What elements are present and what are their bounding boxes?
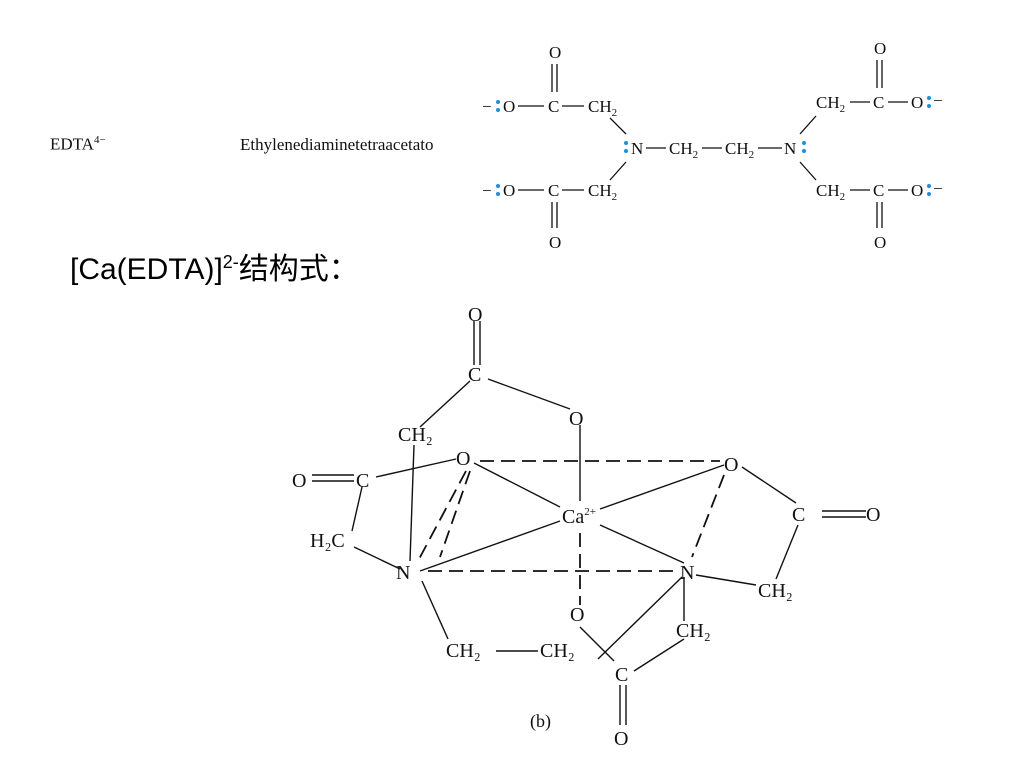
edta-o-right1: O (911, 93, 923, 112)
edta-abbrev-charge: 4− (93, 134, 106, 146)
edta-ch2-c1: CH2 (669, 139, 698, 161)
lone-pair-dot (496, 108, 500, 112)
edta-ch2-br: CH2 (816, 181, 845, 203)
lone-pair-dot (496, 100, 500, 104)
heading-formula: [Ca(EDTA)] (70, 253, 223, 286)
edta-c-left1: C (548, 97, 559, 116)
cx-c-left: C (356, 470, 369, 492)
cx-ca: Ca2+ (562, 506, 596, 528)
cx-o-left: O (456, 448, 470, 470)
cx-h2c-left: H₂C (310, 530, 345, 552)
edta-minus-br: − (933, 179, 943, 198)
cx-o-right: O (724, 454, 738, 476)
edta-o-right2: O (911, 181, 923, 200)
cx-n-left: N (396, 562, 410, 584)
cx-ch2-bottom-left: CH₂ (446, 640, 481, 662)
edta-ch2-tl: CH2 (588, 97, 617, 119)
edta-n-left: N (631, 139, 643, 158)
edta-ch2-bl: CH2 (588, 181, 617, 203)
cx-o-far-left: O (292, 470, 306, 492)
edta-minus-bl: − (482, 181, 492, 200)
complex-heading: [Ca(EDTA)]2-结构式： (70, 244, 359, 288)
edta-o-bottom-right: O (874, 233, 886, 252)
edta-n-right: N (784, 139, 796, 158)
edta-abbrev-text: EDTA (50, 134, 94, 154)
edta-structure-diagram: O − O C CH2 N CH2 CH2 N − O C CH2 O CH2 … (482, 39, 943, 252)
lone-pair-dot (496, 192, 500, 196)
cx-o-bottom: O (570, 604, 584, 626)
ca-edta-complex-diagram: O C O CH₂ O O C H₂C N Ca2+ O C O N CH₂ O… (292, 304, 880, 750)
heading-suffix: 结构式： (238, 253, 359, 286)
lone-pair-dot (802, 149, 806, 153)
cx-ch2-lower-right: CH₂ (676, 620, 711, 642)
cx-o-bottom-most: O (614, 728, 628, 750)
cx-n-right: N (680, 562, 694, 584)
cx-caption: (b) (530, 711, 551, 732)
lone-pair-dot (927, 192, 931, 196)
cx-o-far-right: O (866, 504, 880, 526)
lone-pair-dot (624, 149, 628, 153)
edta-minus-tl: − (482, 97, 492, 116)
lone-pair-dot (927, 96, 931, 100)
edta-c-right2: C (873, 181, 884, 200)
edta-c-right1: C (873, 93, 884, 112)
cx-ch2-bottom-mid: CH₂ (540, 640, 575, 662)
cx-c-bottom: C (615, 664, 628, 686)
lone-pair-dot (496, 184, 500, 188)
edta-ch2-tr: CH2 (816, 93, 845, 115)
cx-ch2-upper: CH₂ (398, 424, 433, 446)
edta-o-left1: O (503, 97, 515, 116)
edta-o-top-left: O (549, 43, 561, 62)
edta-o-left2: O (503, 181, 515, 200)
cx-o-mid-top: O (569, 408, 583, 430)
cx-o-top: O (468, 304, 482, 326)
cx-ch2-right: CH₂ (758, 580, 793, 602)
cx-c-right: C (792, 504, 805, 526)
cx-c-top: C (468, 364, 481, 386)
heading-charge: 2- (222, 252, 239, 272)
edta-minus-tr: − (933, 91, 943, 110)
edta-abbrev: EDTA4− (50, 134, 106, 155)
lone-pair-dot (802, 141, 806, 145)
edta-ligand-name: Ethylenediaminetetraacetato (240, 135, 434, 154)
edta-ch2-c2: CH2 (725, 139, 754, 161)
edta-o-top-right: O (874, 39, 886, 58)
lone-pair-dot (624, 141, 628, 145)
lone-pair-dot (927, 184, 931, 188)
edta-o-bottom-left: O (549, 233, 561, 252)
lone-pair-dot (927, 104, 931, 108)
edta-c-left2: C (548, 181, 559, 200)
